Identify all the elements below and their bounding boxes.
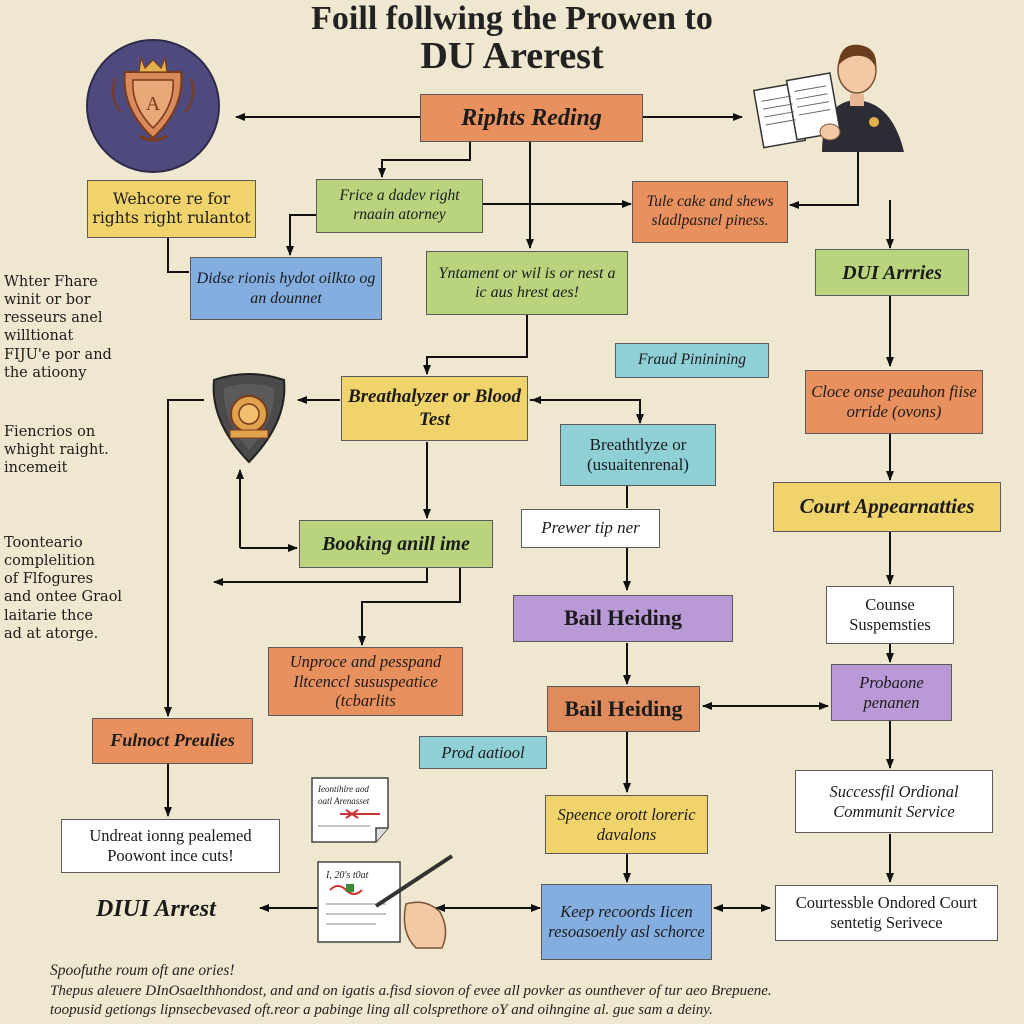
node-unproce: Unproce and pesspand Iltcenccl sususpeat… — [268, 647, 463, 716]
node-courtess: Courtessble Ondored Court sentetig Seriv… — [775, 885, 998, 941]
node-counse: Counse Suspemsties — [826, 586, 954, 644]
node-decide-rights: Didse rionis hydot oilkto og an dounnet — [190, 257, 382, 320]
doc1-subtitle: oatl Arenasset — [318, 796, 370, 806]
footer-line-2: Thepus aleuere DInOsaelthhondost, and an… — [50, 983, 772, 999]
node-prior-right: Frice a dadev right rnaain atorney — [316, 179, 483, 233]
svg-text:A: A — [146, 93, 161, 115]
doc1-title: Ieontihlre aod — [317, 784, 369, 794]
dui-arrest-label: DIUI Arrest — [96, 896, 216, 922]
crest-emblem-icon: A — [86, 39, 220, 173]
node-breathalyzer: Breathalyzer or Blood Test — [341, 376, 528, 441]
node-close-response: Cloce onse peauhon fiise orride (ovons) — [805, 370, 983, 434]
signing-document-icon: I, 20's t0at — [317, 854, 454, 949]
node-waiver-rights: Wehcore re for rights right rulantot — [87, 180, 256, 238]
node-take-steps: Tule cake and shews sladlpasnel piness. — [632, 181, 788, 243]
node-fraud: Fraud Pininining — [615, 343, 769, 378]
node-successful: Successfil Ordional Communit Service — [795, 770, 993, 833]
node-breath-alt: Breathtlyze or (usuaitenrenal) — [560, 424, 716, 486]
node-speence: Speence orott loreric davalons — [545, 795, 708, 854]
node-rights-reading: Riphts Reding — [420, 94, 643, 142]
node-bail-hearing-1: Bail Heiding — [513, 595, 733, 642]
node-prod: Prod aatiool — [419, 736, 547, 769]
side-note-1: Whter Fhare winit or bor resseurs anel w… — [4, 274, 112, 381]
node-court-appearances: Court Appearnatties — [773, 482, 1001, 532]
node-statement: Yntament or wil is or nest a ic aus hres… — [426, 251, 628, 315]
node-fulnoct: Fulnoct Preulies — [92, 718, 253, 764]
node-booking: Booking anill ime — [299, 520, 493, 568]
page-title-line2: DU Arerest — [420, 35, 604, 77]
footer-line-3: toopusid getiongs lipnsecbevased oft.reo… — [50, 1002, 713, 1018]
page-title-line1: Foill follwing the Prowen to — [311, 0, 713, 37]
node-bail-hearing-2: Bail Heiding — [547, 686, 700, 732]
node-undreat: Undreat ionng pealemed Poowont ince cuts… — [61, 819, 280, 873]
footer-line-1: Spoofuthe roum oft ane ories! — [50, 962, 235, 979]
police-badge-icon — [212, 373, 286, 464]
node-prewer: Prewer tip ner — [521, 509, 660, 548]
document-icon: Ieontihlre aod oatl Arenasset — [311, 777, 389, 843]
node-dui-arrest: DUI Arrries — [815, 249, 969, 296]
node-probaone: Probaone penanen — [831, 664, 952, 721]
node-keep-records: Keep recoords Iicen resoasoenly asl scho… — [541, 884, 712, 960]
doc2-title: I, 20's t0at — [325, 870, 369, 881]
side-note-2: Fiencrios on whight raight. incemeit — [4, 424, 109, 477]
officer-reading-icon — [752, 44, 904, 152]
side-note-3: Toonteario complelition of Flfogures and… — [4, 535, 123, 642]
